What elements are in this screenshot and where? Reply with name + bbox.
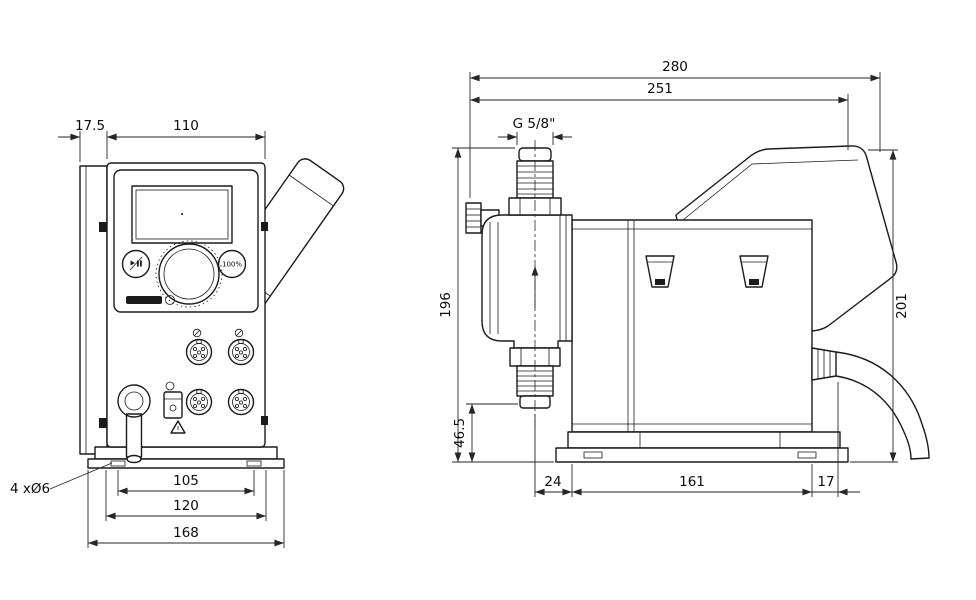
warning-triangle-icon (170, 420, 186, 434)
dim-label-base-width: 120 (173, 498, 199, 514)
brand-logo (126, 296, 162, 304)
holes-leader-line (49, 462, 113, 490)
mounting-slot-right (246, 460, 262, 467)
power-cable (835, 351, 930, 460)
dim-label-slot-spacing: 105 (173, 473, 199, 489)
dim-label-depth-to-rear: 251 (647, 81, 673, 97)
dim-label-overall-depth: 280 (662, 59, 688, 75)
capacity-button-label: 100% (222, 261, 242, 269)
connection-module (163, 381, 183, 419)
lcd-display (131, 185, 233, 244)
dim-label-outlet-height: 46.5 (452, 418, 468, 448)
mounting-base-side (555, 431, 849, 463)
gear-icon (165, 295, 175, 305)
adjustment-knob (158, 243, 220, 305)
side-view (465, 140, 930, 463)
mounting-plate (79, 165, 108, 455)
dim-label-thread-size: G 5/8" (513, 116, 556, 132)
clamp-tab (739, 255, 769, 288)
dim-label-body-width: 110 (173, 118, 199, 134)
dim-label-cube-height: 201 (894, 293, 910, 319)
start-stop-button (121, 249, 151, 279)
front-view-dimensions: 17.5 110 105 120 168 4 xØ6 (10, 118, 285, 548)
pump-body-front (106, 162, 266, 448)
dim-label-head-offset: 24 (544, 474, 561, 490)
dim-label-height-total: 196 (438, 292, 454, 318)
dosing-head (481, 214, 573, 349)
base-plate-front (87, 446, 285, 469)
dim-label-plate-depth: 17.5 (75, 118, 105, 134)
control-panel: 100% (113, 169, 259, 313)
play-icon (130, 260, 135, 266)
clamp-tab (645, 255, 675, 288)
front-view: 100% (79, 158, 345, 469)
pump-housing-side (571, 219, 813, 433)
drain-tube (117, 384, 151, 464)
cover-clip-bottom (261, 416, 268, 425)
capacity-button: 100% (217, 249, 247, 279)
pause-icon (137, 260, 139, 267)
cable-gland (811, 347, 837, 381)
dim-label-flange-width: 168 (173, 525, 199, 541)
dim-label-rear-offset: 17 (817, 474, 834, 490)
side-view-dimensions: 280 251 G 5/8" 196 46.5 24 161 17 201 (438, 59, 910, 497)
dim-label-holes: 4 xØ6 (10, 481, 50, 497)
dim-label-body-length: 161 (679, 474, 705, 490)
cover-clip-top (261, 222, 268, 231)
